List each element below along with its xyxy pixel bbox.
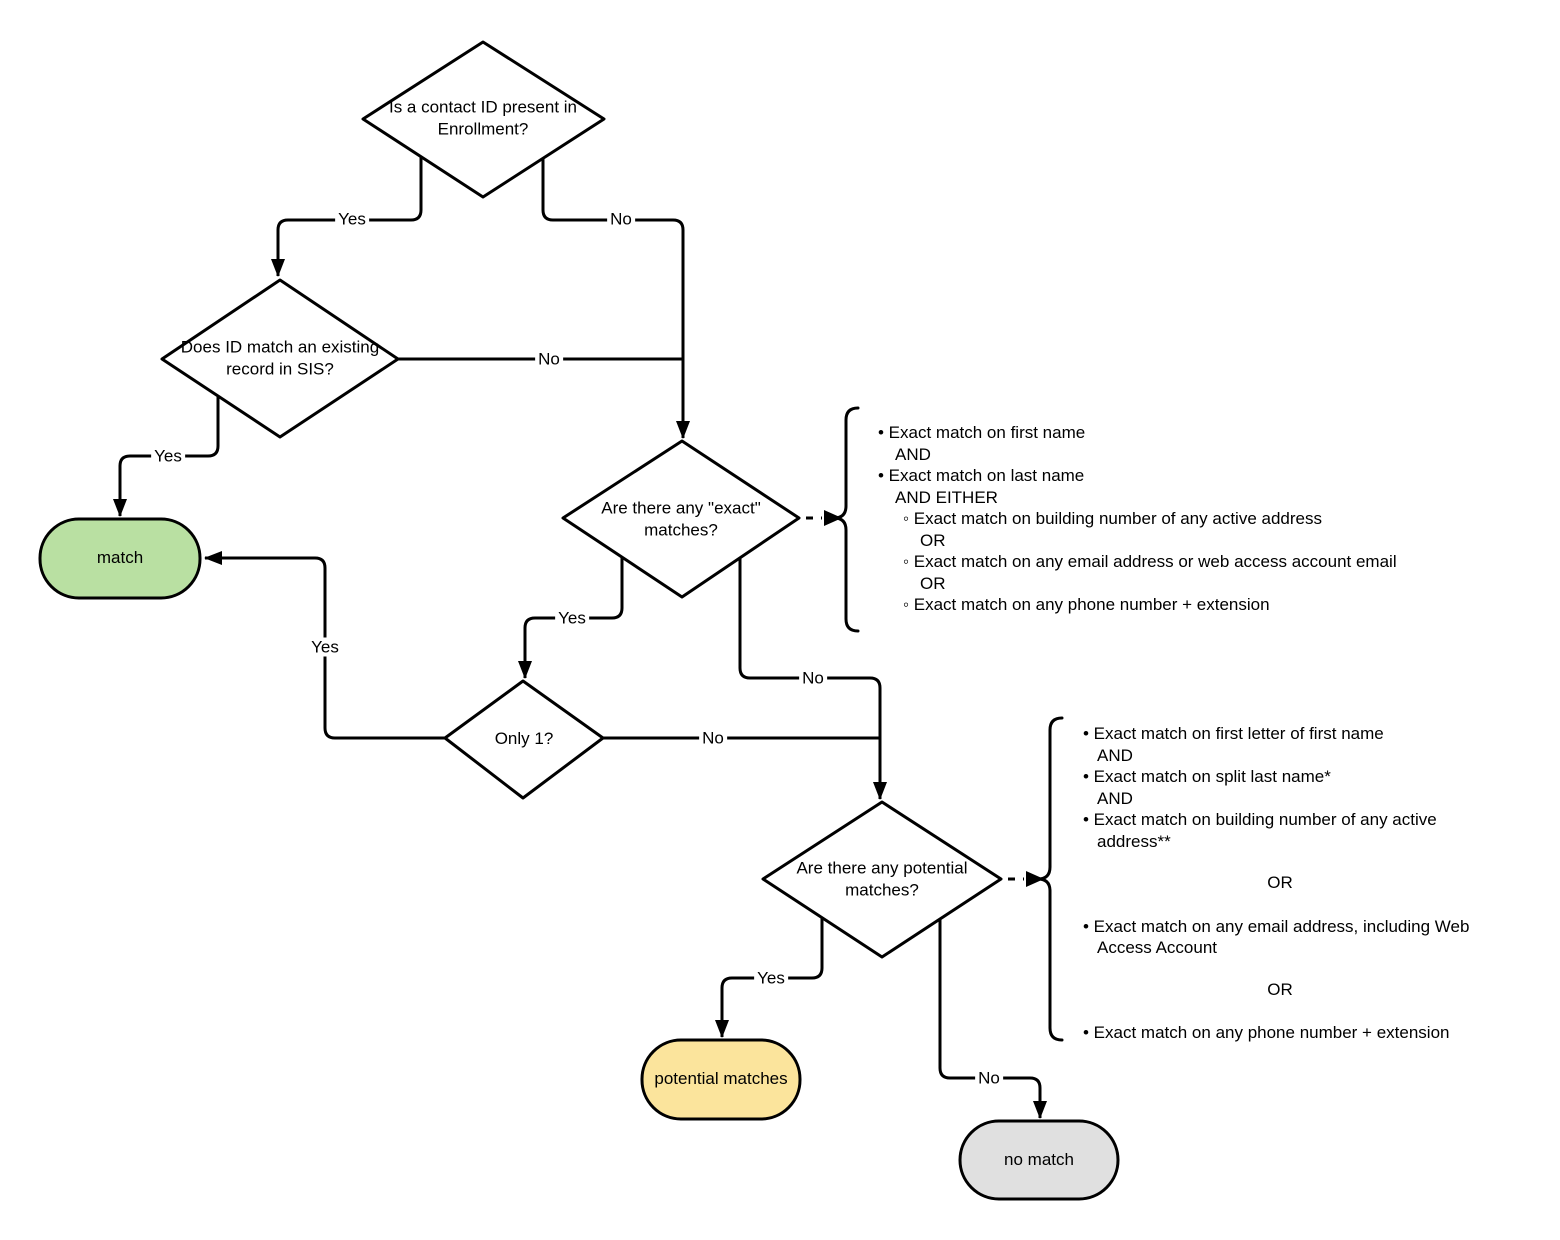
annotation-line: AND [895, 445, 931, 464]
edge-potential-no [938, 919, 1047, 1119]
terminal-potential-matches-label: potential matches [654, 1069, 788, 1089]
annotation-line: AND [1097, 746, 1133, 765]
terminal-no-match [958, 1119, 1120, 1201]
edge-contact-no [541, 158, 690, 439]
edge-label-contact-yes: Yes [335, 209, 369, 229]
decision-contact-id [361, 40, 606, 199]
brace-potential-criteria [1037, 716, 1064, 1042]
annotation-line: • Exact match on any phone number + exte… [1083, 1023, 1450, 1042]
annotation-line: ◦ Exact match on any phone number + exte… [903, 595, 1270, 614]
annotation-line: OR [1267, 980, 1293, 999]
dashed-pointer-potential-arrowhead [1026, 871, 1044, 887]
decision-contact-id-label: Is a contact ID present in Enrollment? [388, 97, 578, 138]
decision-potential-matches [761, 800, 1003, 959]
decision-id-match-sis-label: Does ID match an existing record in SIS? [180, 337, 380, 378]
decision-exact-matches [561, 439, 801, 599]
edge-label-only-one-yes: Yes [308, 637, 342, 657]
edge-label-sis-no: No [535, 349, 563, 369]
annotation-line: OR [1267, 873, 1293, 892]
decision-id-match-sis [160, 278, 400, 439]
decision-potential-matches-label: Are there any potential matches? [796, 858, 968, 899]
annotation-line: • Exact match on any email address, incl… [1083, 917, 1470, 936]
terminal-match [38, 517, 202, 600]
annotation-line: OR [920, 531, 946, 550]
terminal-match-label: match [96, 548, 144, 568]
edge-label-exact-no: No [799, 668, 827, 688]
decision-exact-matches-label: Are there any "exact" matches? [601, 498, 761, 539]
annotation-line: OR [920, 574, 946, 593]
brace-exact-criteria [833, 406, 860, 633]
annotation-line: Access Account [1097, 938, 1218, 957]
decision-only-one [443, 679, 605, 800]
annotation-line: • Exact match on split last name* [1083, 767, 1331, 786]
annotation-line: • Exact match on building number of any … [1083, 810, 1437, 829]
annotation-line: • Exact match on first letter of first n… [1083, 724, 1384, 743]
annotation-line: • Exact match on first name [878, 423, 1086, 442]
annotation-line: address** [1097, 832, 1171, 851]
annotation-line: AND [1097, 789, 1133, 808]
terminal-no-match-label: no match [1004, 1150, 1074, 1170]
edge-label-contact-no: No [607, 209, 635, 229]
decision-only-one-label: Only 1? [494, 729, 554, 749]
edge-label-potential-no: No [975, 1068, 1003, 1088]
terminal-potential-matches [640, 1038, 802, 1121]
edge-label-potential-yes: Yes [754, 968, 788, 988]
edge-label-only-one-no: No [699, 728, 727, 748]
dashed-pointer-exact-arrowhead [824, 510, 842, 526]
annotation-line: AND EITHER [895, 488, 998, 507]
annotation-line: • Exact match on last name [878, 466, 1085, 485]
annotation-line: ◦ Exact match on building number of any … [903, 509, 1322, 528]
annotation-line: ◦ Exact match on any email address or we… [903, 552, 1397, 571]
edge-label-exact-yes: Yes [555, 608, 589, 628]
edge-label-sis-yes: Yes [151, 446, 185, 466]
